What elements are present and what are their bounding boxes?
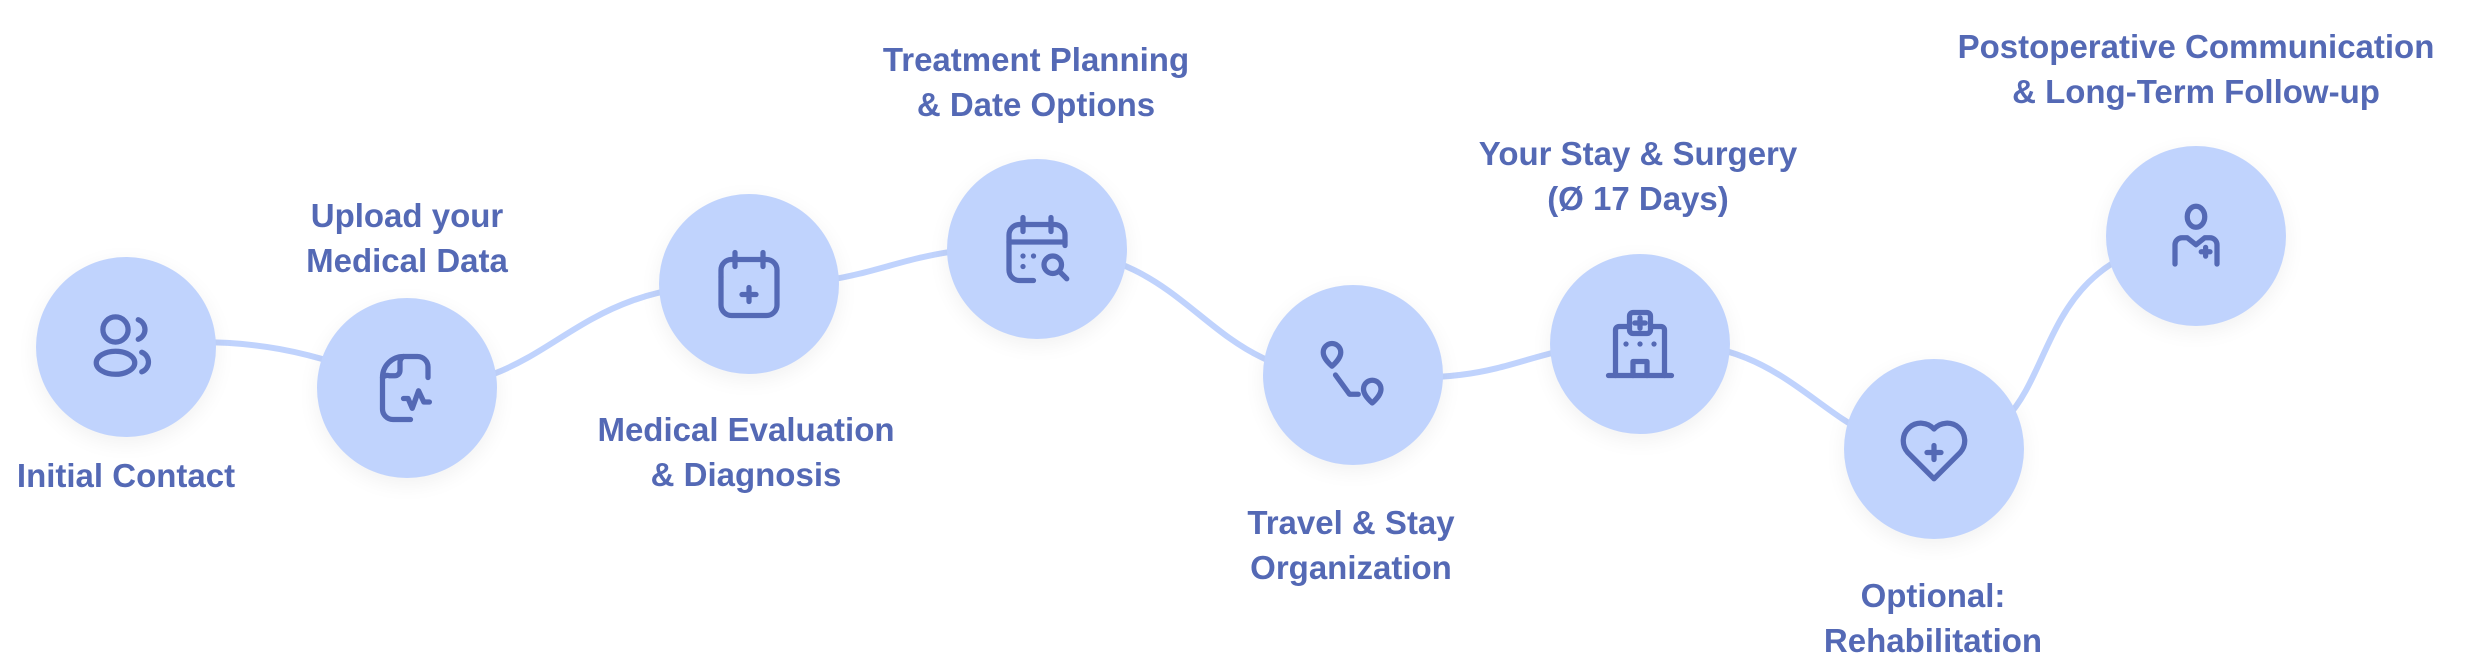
step-travel-stay bbox=[1263, 285, 1443, 465]
step-title: Your Stay & Surgery bbox=[1478, 135, 1798, 172]
file-heart-rate-icon bbox=[379, 353, 433, 423]
step-title: Postoperative Communication bbox=[1957, 28, 2435, 65]
route-icon bbox=[1320, 340, 1384, 406]
users-icon bbox=[93, 314, 152, 377]
doctor-icon bbox=[2172, 203, 2220, 267]
step-label: Optional: Rehabilitation bbox=[1824, 573, 2042, 663]
step-treatment-planning bbox=[947, 159, 1127, 339]
step-title: & Long-Term Follow-up bbox=[2012, 73, 2380, 110]
step-title: & Diagnosis bbox=[650, 456, 842, 493]
heart-plus-icon bbox=[1900, 420, 1968, 482]
step-title: Medical Evaluation bbox=[597, 411, 895, 448]
hospital-icon bbox=[1605, 309, 1675, 379]
step-initial-contact bbox=[36, 257, 216, 437]
step-label: Initial Contact bbox=[17, 453, 235, 498]
step-label: Postoperative Communication & Long-Term F… bbox=[1958, 24, 2435, 114]
step-title: Optional: bbox=[1860, 577, 2006, 614]
step-medical-evaluation bbox=[659, 194, 839, 374]
step-label: Your Stay & Surgery (Ø 17 Days) bbox=[1479, 131, 1797, 221]
step-title: Organization bbox=[1250, 549, 1452, 586]
step-title: Initial Contact bbox=[16, 457, 236, 494]
step-upload-medical-data bbox=[317, 298, 497, 478]
step-label: Medical Evaluation & Diagnosis bbox=[597, 407, 894, 497]
step-title: Travel & Stay bbox=[1247, 504, 1455, 541]
step-label: Treatment Planning & Date Options bbox=[883, 37, 1189, 127]
calendar-search-icon bbox=[1006, 214, 1070, 284]
step-title: Treatment Planning bbox=[882, 41, 1190, 78]
step-stay-surgery bbox=[1550, 254, 1730, 434]
step-follow-up bbox=[2106, 146, 2286, 326]
step-rehabilitation bbox=[1844, 359, 2024, 539]
step-title: Rehabilitation bbox=[1823, 622, 2043, 659]
calendar-plus-icon bbox=[718, 249, 780, 319]
step-title: (Ø 17 Days) bbox=[1547, 180, 1729, 217]
step-title: & Date Options bbox=[916, 86, 1156, 123]
step-title: Upload your bbox=[310, 197, 504, 234]
step-title: Medical Data bbox=[306, 242, 508, 279]
